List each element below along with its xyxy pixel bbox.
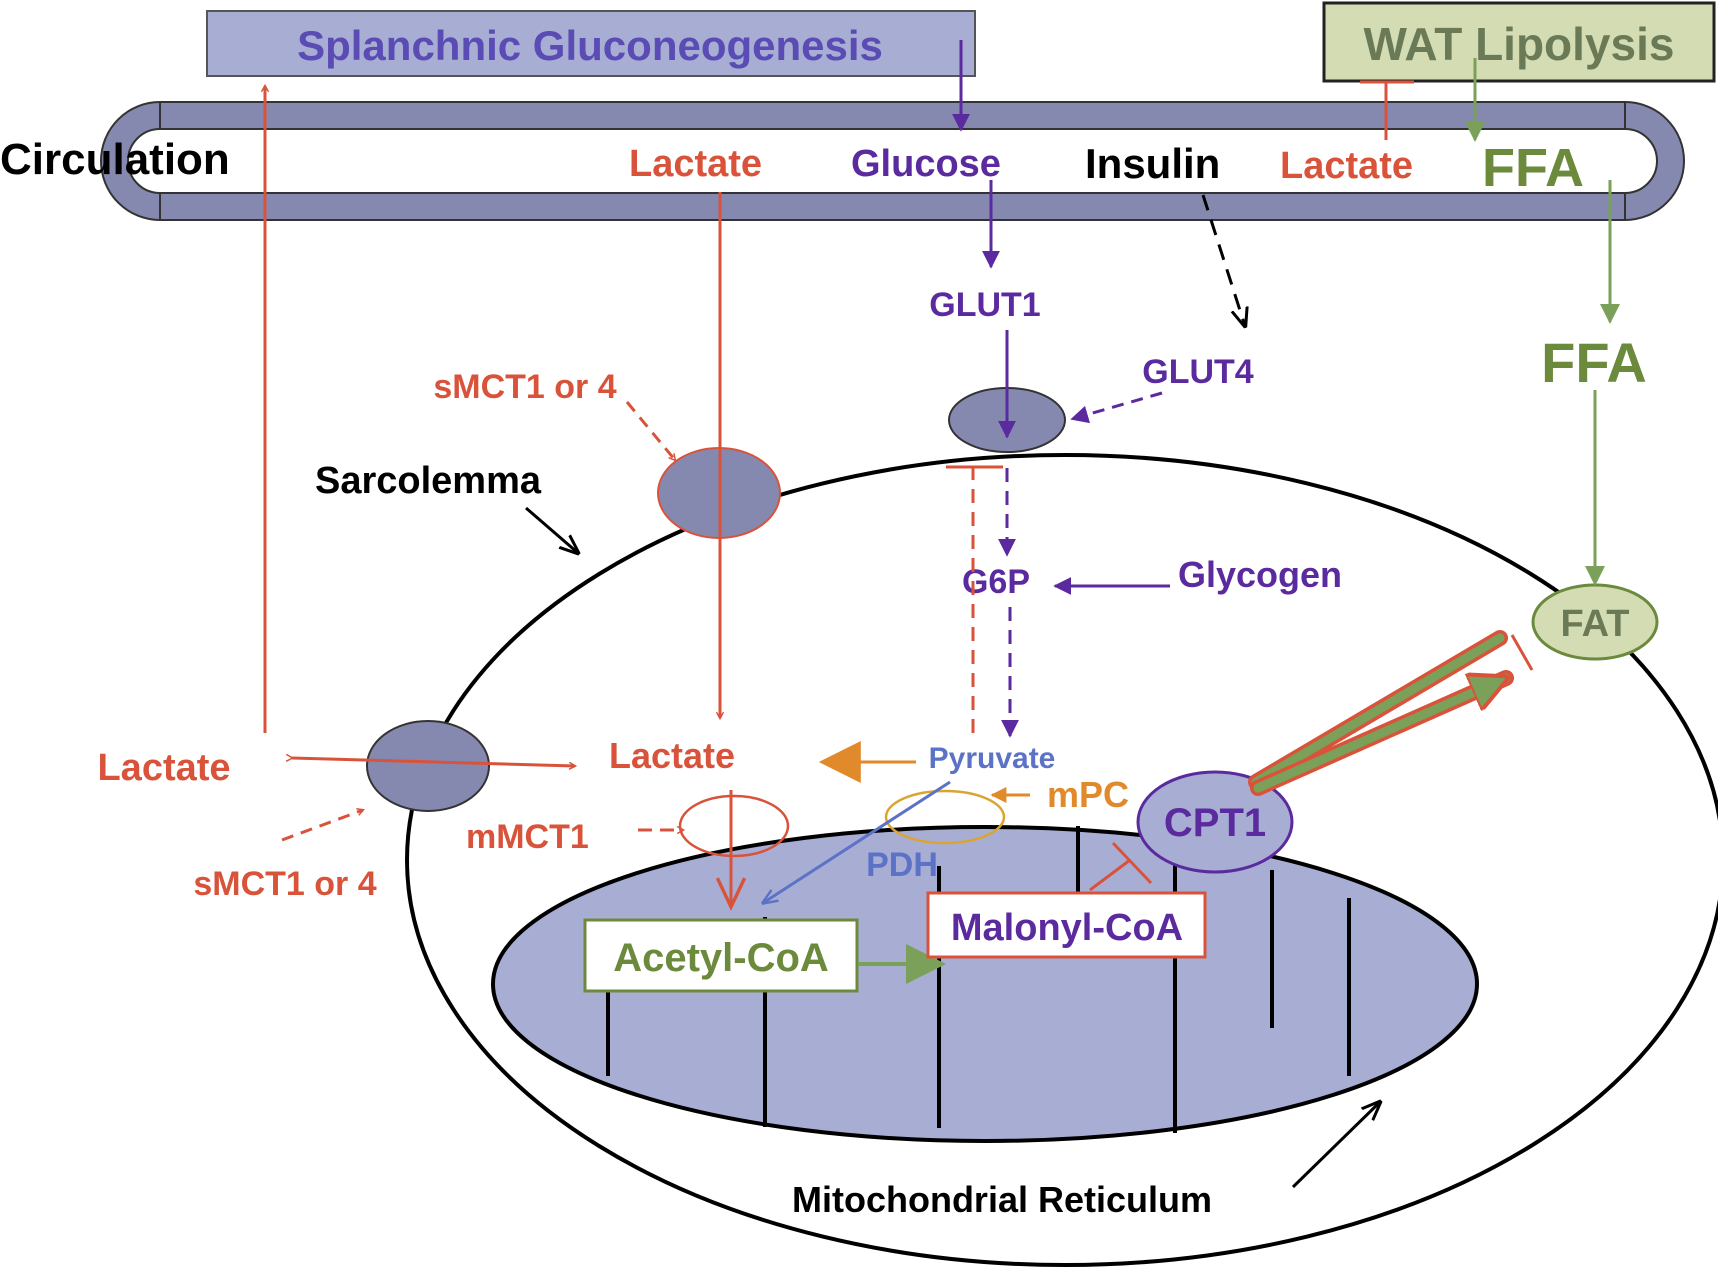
circulation-ffa-label: FFA — [1482, 138, 1584, 198]
cpt1-inhibits-fat-core — [1251, 633, 1505, 787]
fat-inhibition-bar — [1510, 634, 1534, 671]
splanchnic-box — [206, 10, 976, 77]
smct-top-arrow — [625, 401, 677, 462]
glut4-to-transporter-arrow — [1070, 391, 1163, 424]
acetyl-coa-label: Acetyl-CoA — [613, 936, 829, 980]
mito-label: Mitochondrial Reticulum — [792, 1179, 1212, 1220]
glut1-label: GLUT1 — [929, 286, 1040, 324]
acetyl-coa-box — [583, 918, 859, 993]
sarcolemma-label: Sarcolemma — [315, 460, 542, 502]
wat-lipolysis-label: WAT Lipolysis — [1364, 18, 1675, 70]
pdh-arrow — [763, 780, 951, 903]
cpt1-label: CPT1 — [1164, 801, 1266, 845]
cpt1-transporter — [1136, 770, 1294, 874]
glycogen-label: Glycogen — [1178, 554, 1342, 595]
pyruvate-label: Pyruvate — [929, 742, 1056, 775]
fat-to-cpt1-arrow — [1253, 678, 1506, 793]
sarcolemma-pointer — [525, 506, 578, 553]
fat-label: FAT — [1561, 603, 1630, 645]
circulation-label: Circulation — [0, 135, 230, 184]
pdh-label: PDH — [866, 846, 938, 884]
circulation-lactate2-label: Lactate — [1280, 145, 1413, 187]
mpc-transporter — [884, 789, 1006, 845]
smct-transporter-left — [366, 720, 490, 812]
wat-lipolysis-box — [1322, 1, 1716, 83]
malonyl-inhibits-cpt1-line — [1089, 858, 1131, 892]
lactate-int-label: Lactate — [609, 735, 735, 776]
smct-top-label: sMCT1 or 4 — [433, 368, 616, 406]
smct-bottom-label: sMCT1 or 4 — [193, 865, 376, 903]
circulation-lactate-label: Lactate — [629, 143, 762, 185]
lactate-exchange-arrow — [285, 753, 578, 770]
splanchnic-label: Splanchnic Gluconeogenesis — [297, 22, 883, 69]
glut4-label: GLUT4 — [1142, 353, 1254, 391]
lactate-ext-label: Lactate — [97, 747, 230, 789]
insulin-label: Insulin — [1085, 140, 1220, 187]
sarcolemma-membrane — [405, 453, 1718, 1267]
mpc-label: mPC — [1047, 774, 1129, 815]
smct-bottom-arrow — [281, 808, 365, 842]
malonyl-inhibits-cpt1-bar — [1111, 841, 1153, 885]
malonyl-coa-label: Malonyl-CoA — [951, 907, 1183, 949]
mito-pointer — [1291, 1102, 1380, 1189]
mmct1-label: mMCT1 — [466, 818, 589, 856]
circulation-glucose-label: Glucose — [851, 143, 1001, 185]
malonyl-coa-box — [926, 891, 1207, 959]
ffa-label: FFA — [1541, 331, 1647, 394]
insulin-to-glut4-arrow — [1201, 194, 1245, 326]
